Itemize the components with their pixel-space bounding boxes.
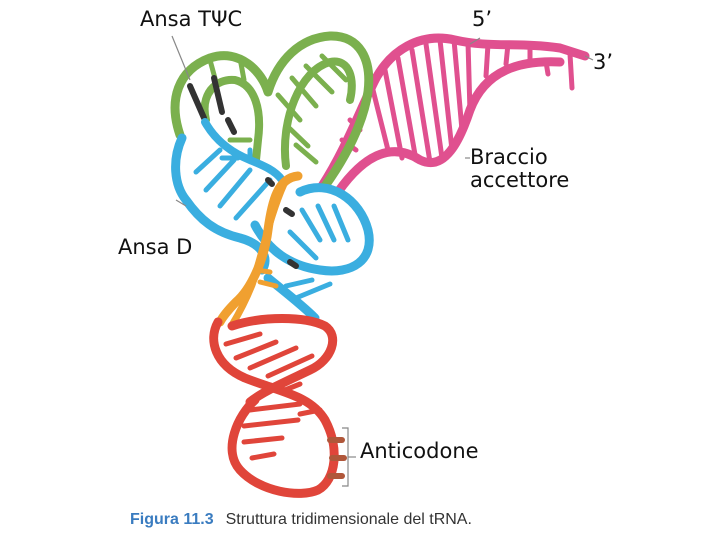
d-arm (171, 118, 374, 323)
label-loop-d: Ansa D (118, 235, 193, 259)
tpsic-arm (170, 31, 374, 191)
label-5-prime: 5’ (472, 7, 493, 31)
label-loop-tpsic: Ansa TΨC (140, 7, 243, 31)
label-3-prime: 3’ (593, 50, 614, 74)
anticodon-arm (209, 314, 347, 498)
figure-number: Figura 11.3 (130, 511, 214, 528)
label-acceptor-arm-2: accettore (470, 168, 570, 192)
leader-lines (171, 35, 594, 487)
variable-region (215, 171, 303, 329)
figure-caption: Figura 11.3 Struttura tridimensionale del… (130, 511, 472, 529)
label-anticodon: Anticodone (360, 439, 479, 463)
label-acceptor-arm-1: Braccio (470, 145, 548, 169)
figure-caption-text: Struttura tridimensionale del tRNA. (225, 511, 472, 528)
